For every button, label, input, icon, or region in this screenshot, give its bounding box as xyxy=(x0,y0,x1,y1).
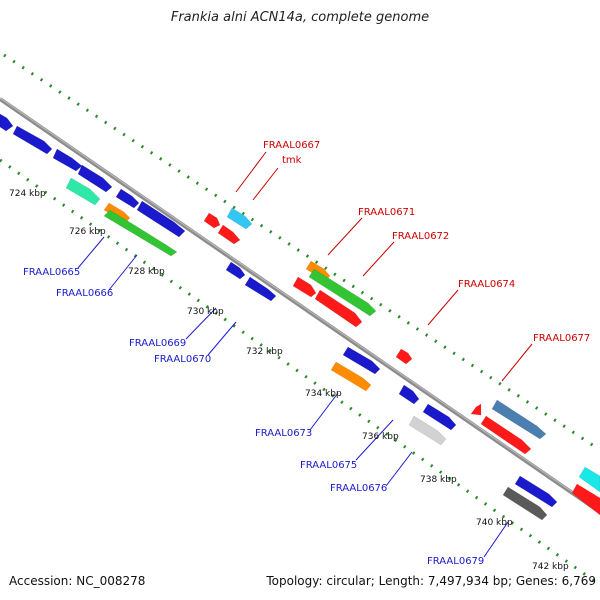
leader-0673 xyxy=(309,392,339,431)
tick-label: 736 kbp xyxy=(362,432,399,442)
leader-0677 xyxy=(501,343,533,382)
gene-arrow-blue[interactable] xyxy=(422,403,457,431)
gene-label-fraal0670[interactable]: FRAAL0670 xyxy=(154,354,211,365)
tick-label: 732 kbp xyxy=(246,347,283,357)
leader-0672 xyxy=(362,241,395,277)
gene-arrow-steelblue[interactable] xyxy=(491,399,547,440)
leader-0676 xyxy=(385,451,413,487)
tick-label: 740 kbp xyxy=(476,518,513,528)
gene-arrow-red[interactable] xyxy=(571,483,600,516)
gene-arrow-darkgrey[interactable] xyxy=(502,486,548,521)
gene-arrow-red[interactable] xyxy=(314,289,363,328)
gene-label-fraal0677[interactable]: FRAAL0677 xyxy=(533,333,590,344)
leader-tmk xyxy=(252,167,279,201)
gene-arrow-red[interactable] xyxy=(480,415,532,455)
map-title: Frankia alni ACN14a, complete genome xyxy=(170,10,430,25)
gene-arrow-red[interactable] xyxy=(292,276,317,298)
tick-label: 734 kbp xyxy=(305,389,342,399)
gene-arrow-green[interactable] xyxy=(103,209,178,257)
leader-0665 xyxy=(77,236,105,269)
gene-label-fraal0674[interactable]: FRAAL0674 xyxy=(458,279,515,290)
backbone-line xyxy=(0,97,600,514)
gene-labels: FRAAL0667 tmk FRAAL0671 FRAAL0672 FRAAL0… xyxy=(23,140,590,567)
gene-arrow-blue[interactable] xyxy=(398,384,420,405)
gene-arrow-blue[interactable] xyxy=(136,200,186,238)
leader-0679 xyxy=(483,521,509,558)
gene-arrow-blue[interactable] xyxy=(12,125,53,155)
genome-backbone xyxy=(0,97,600,514)
gene-arrow-red[interactable] xyxy=(217,224,241,245)
label-leaders xyxy=(77,151,533,558)
gene-arrow-blue[interactable] xyxy=(115,188,140,209)
gene-label-tmk[interactable]: tmk xyxy=(282,155,302,166)
gene-label-fraal0671[interactable]: FRAAL0671 xyxy=(358,207,415,218)
gene-arrow-teal[interactable] xyxy=(65,177,101,206)
gene-arrow-blue[interactable] xyxy=(244,276,277,302)
leader-0674 xyxy=(427,289,459,326)
gene-arrow-blue[interactable] xyxy=(342,346,381,375)
gene-arrow-blue[interactable] xyxy=(52,148,83,172)
backbone-highlight xyxy=(0,97,600,512)
gene-label-fraal0673[interactable]: FRAAL0673 xyxy=(255,428,312,439)
leader-0675 xyxy=(355,419,394,461)
tick-label: 728 kbp xyxy=(128,267,165,277)
gene-arrow-blue[interactable] xyxy=(514,475,558,508)
tick-label: 724 kbp xyxy=(9,189,46,199)
inner-tick-line xyxy=(0,158,600,587)
gene-arrow-orange[interactable] xyxy=(330,361,372,392)
topology-text: Topology: circular; Length: 7,497,934 bp… xyxy=(266,574,596,588)
gene-arrow-lightgrey[interactable] xyxy=(408,415,447,446)
gene-label-fraal0665[interactable]: FRAAL0665 xyxy=(23,267,80,278)
gene-arrow-blue[interactable] xyxy=(77,164,113,193)
tick-label: 730 kbp xyxy=(187,307,224,317)
tick-labels: 724 kbp 726 kbp 728 kbp 730 kbp 732 kbp … xyxy=(9,189,569,572)
leader-0667 xyxy=(235,151,267,193)
leader-0670 xyxy=(207,321,237,356)
leader-0666 xyxy=(108,254,138,291)
accession-text: Accession: NC_008278 xyxy=(9,574,146,588)
gene-arrow-red[interactable] xyxy=(203,212,221,229)
gene-arrow-green[interactable] xyxy=(308,268,377,317)
gene-label-fraal0672[interactable]: FRAAL0672 xyxy=(392,231,449,242)
gene-arrow-blue[interactable] xyxy=(225,261,246,280)
gene-arrow-cyan[interactable] xyxy=(578,466,600,493)
gene-arrow-red[interactable] xyxy=(470,403,482,416)
leader-0671 xyxy=(327,217,363,256)
gene-label-fraal0675[interactable]: FRAAL0675 xyxy=(300,460,357,471)
leader-0669 xyxy=(185,307,217,340)
gene-label-fraal0676[interactable]: FRAAL0676 xyxy=(330,483,387,494)
outer-tick-line xyxy=(3,53,600,452)
gene-arrow-lightblue[interactable] xyxy=(226,207,253,230)
gene-label-fraal0667[interactable]: FRAAL0667 xyxy=(263,140,320,151)
gene-label-fraal0679[interactable]: FRAAL0679 xyxy=(427,556,484,567)
gene-label-fraal0666[interactable]: FRAAL0666 xyxy=(56,288,113,299)
gene-arrow-orange[interactable] xyxy=(103,202,131,224)
tick-guides xyxy=(0,53,600,587)
gene-arrow-blue[interactable] xyxy=(0,113,14,132)
gene-arrow-red[interactable] xyxy=(395,348,413,365)
gene-label-fraal0669[interactable]: FRAAL0669 xyxy=(129,338,186,349)
feature-track xyxy=(0,113,600,521)
tick-label: 738 kbp xyxy=(420,475,457,485)
tick-label: 726 kbp xyxy=(69,227,106,237)
tick-label: 742 kbp xyxy=(532,562,569,572)
